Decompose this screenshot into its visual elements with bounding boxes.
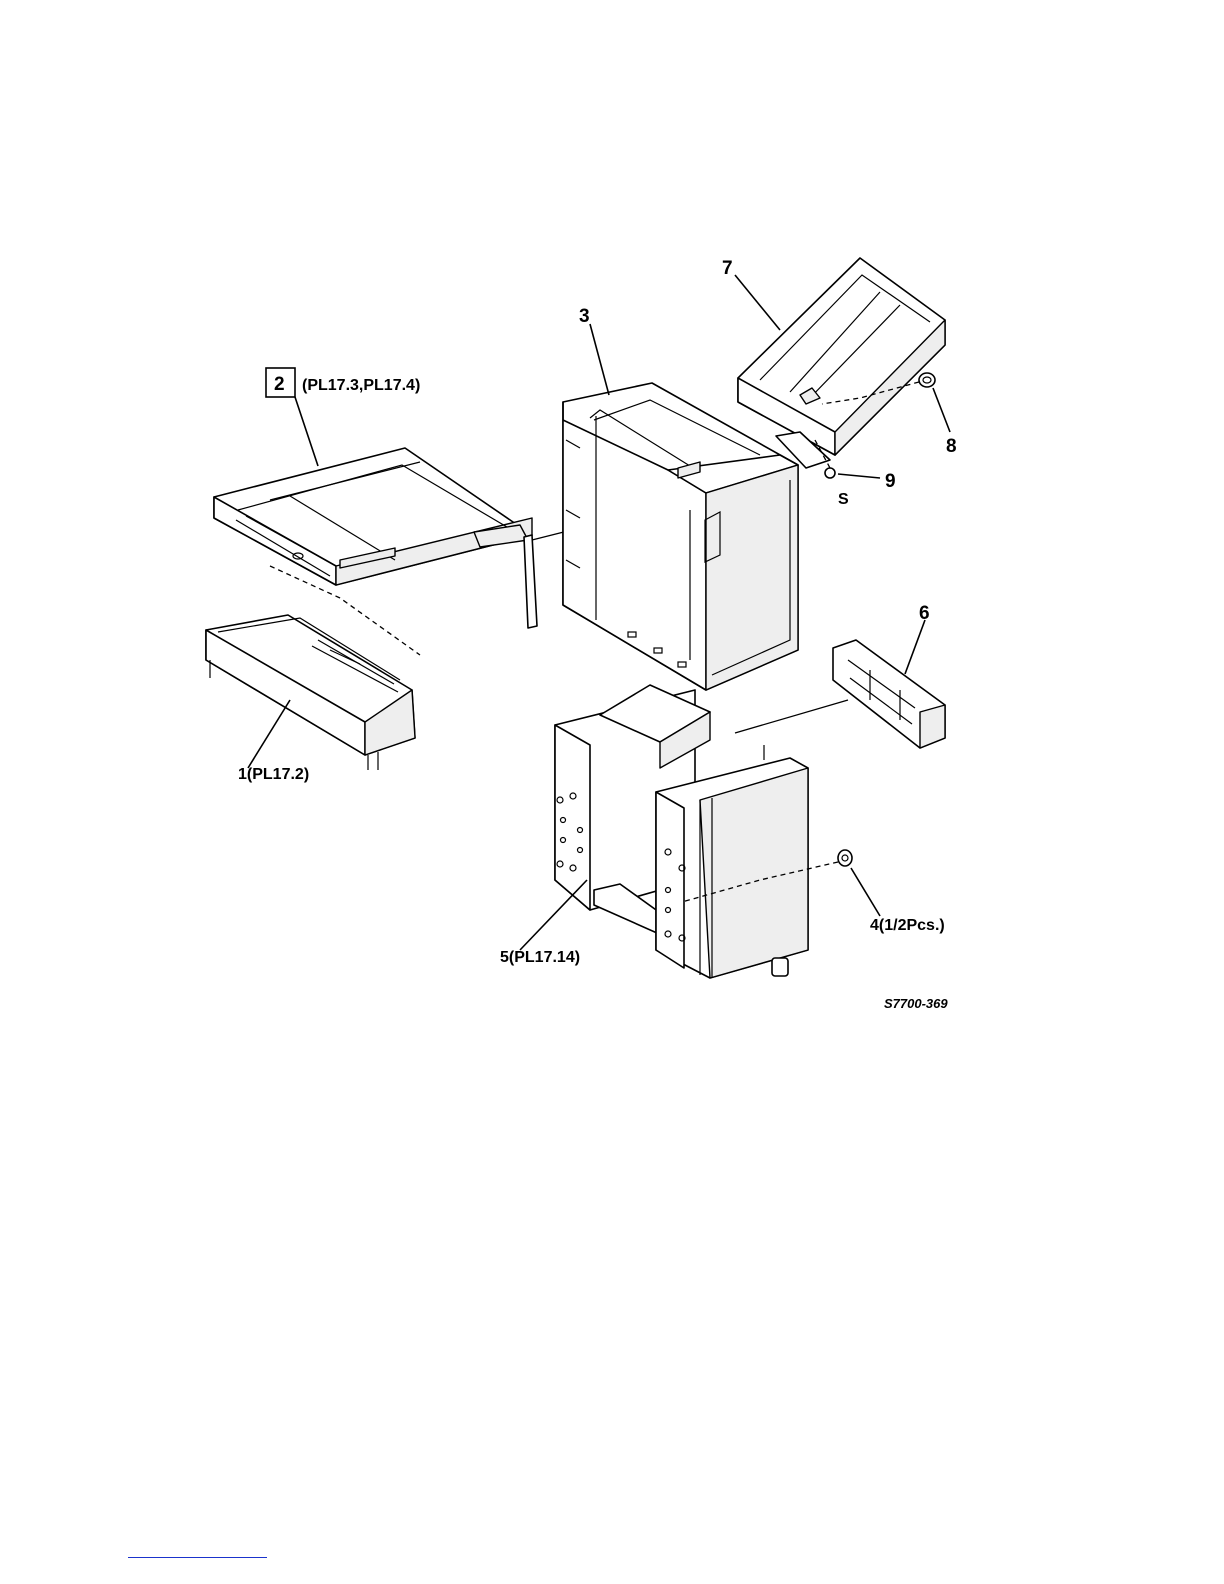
callout-item-2: 2 (PL17.3,PL17.4): [266, 368, 420, 397]
callout-item-8: 8: [946, 436, 957, 457]
part-1-cover: [206, 615, 415, 770]
callout-item-3: 3: [579, 306, 590, 327]
footer-rule: [128, 1557, 267, 1558]
callout-item-9: 9: [885, 471, 896, 492]
callout-item-6: 6: [919, 603, 930, 624]
callout-item-4: 4(1/2Pcs.): [870, 917, 945, 934]
callout-item-7: 7: [722, 258, 733, 279]
screw-marker-s: S: [838, 491, 849, 508]
callout-item-1: 1(PL17.2): [238, 766, 309, 783]
figure-id: S7700-369: [884, 996, 948, 1011]
part-3-main-frame: [563, 383, 798, 690]
part-7-exit-tray: [738, 258, 945, 468]
callout-item-5: 5(PL17.14): [500, 949, 580, 966]
callout-2-refs: (PL17.3,PL17.4): [302, 377, 420, 394]
callout-2-number: 2: [274, 374, 285, 395]
